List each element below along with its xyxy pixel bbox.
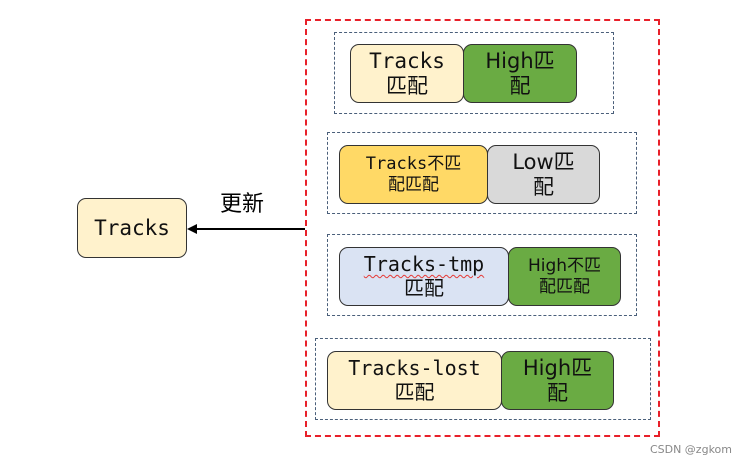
group2-low-line2: 配: [532, 174, 554, 199]
group1-high-line1: High匹: [485, 48, 555, 73]
update-arrow-line: [195, 228, 305, 230]
group3-high-line2: 配匹配: [538, 276, 590, 297]
group-lost-match: [315, 338, 651, 420]
group3-high-line1: High不匹: [527, 256, 602, 277]
group2-low-match-box: Low匹 配: [487, 145, 600, 204]
group1-tracks-line2: 匹配: [385, 73, 428, 98]
group-high-match: [334, 32, 614, 114]
group4-tracks-line1: Tracks-lost: [348, 355, 481, 380]
group2-low-line1: Low匹: [512, 149, 575, 174]
group-low-match: [327, 132, 637, 214]
group4-tracks-lost-box: Tracks-lost 匹配: [327, 351, 502, 410]
match-stages-container: [305, 19, 660, 437]
watermark: CSDN @zgkom: [649, 443, 732, 456]
group4-tracks-line2: 匹配: [394, 379, 435, 404]
group3-tracks-line2: 匹配: [403, 275, 444, 300]
update-arrow-head: [187, 224, 197, 234]
group2-tracks-box: Tracks不匹 配匹配: [339, 145, 488, 204]
group-tmp-match: [327, 234, 637, 316]
group3-tracks-tmp-box: Tracks-tmp 匹配: [339, 247, 509, 306]
tracks-box-label: Tracks: [94, 215, 170, 240]
update-label: 更新: [220, 192, 265, 217]
group1-tracks-box: Tracks 匹配: [350, 44, 464, 103]
group2-tracks-line2: 配匹配: [387, 174, 439, 195]
group2-tracks-line1: Tracks不匹: [365, 154, 462, 175]
group3-tracks-line1-text: Tracks-tmp: [363, 251, 485, 276]
group1-high-match-box: High匹 配: [463, 44, 577, 103]
group3-tracks-line1: Tracks-tmp: [363, 251, 485, 277]
tracks-box: Tracks: [77, 198, 187, 258]
group3-high-unmatched-box: High不匹 配匹配: [508, 247, 621, 306]
group4-high-line1: High匹: [522, 355, 593, 380]
group4-high-line2: 配: [546, 380, 568, 405]
group1-high-line2: 配: [509, 73, 531, 98]
group1-tracks-line1: Tracks: [369, 48, 445, 73]
group4-high-match-box: High匹 配: [501, 351, 614, 410]
